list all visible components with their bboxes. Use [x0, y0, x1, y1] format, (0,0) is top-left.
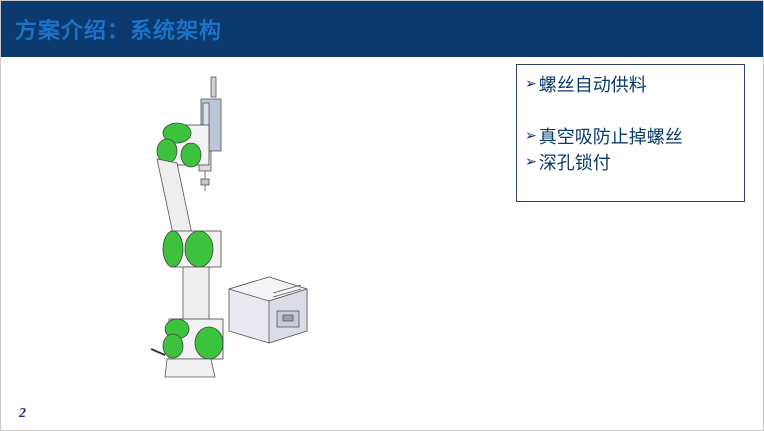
screw-feeder-machine	[227, 276, 309, 344]
robot-lower-arm	[182, 266, 210, 324]
robot-arm-and-screw-feeder-illustration	[150, 76, 224, 378]
robot-elbow	[162, 230, 222, 268]
page-number: 2	[19, 406, 26, 421]
robot-upper-arm	[156, 158, 194, 244]
title-bar: 方案介绍：系统架构	[1, 1, 763, 57]
screwdriver-tool	[198, 76, 222, 191]
robot-wrist	[156, 122, 210, 168]
bullet-item: ➢ 螺丝自动供料	[525, 71, 738, 97]
bullet-item: ➢ 真空吸防止掉螺丝	[525, 123, 738, 149]
bullet-text: 螺丝自动供料	[538, 75, 647, 96]
right-arrow-bullet-icon: ➢	[525, 76, 537, 92]
slide-title: 方案介绍：系统架构	[15, 18, 223, 44]
robot-base	[150, 348, 216, 378]
feature-list-box: ➢ 螺丝自动供料 ➢ 真空吸防止掉螺丝 ➢ 深孔锁付	[516, 64, 745, 202]
bullet-item: ➢ 深孔锁付	[525, 149, 738, 175]
bullet-text: 真空吸防止掉螺丝	[538, 127, 683, 148]
robot-shoulder	[162, 318, 224, 360]
right-arrow-bullet-icon: ➢	[525, 128, 537, 144]
right-arrow-bullet-icon: ➢	[525, 154, 537, 170]
bullet-text: 深孔锁付	[538, 153, 611, 174]
